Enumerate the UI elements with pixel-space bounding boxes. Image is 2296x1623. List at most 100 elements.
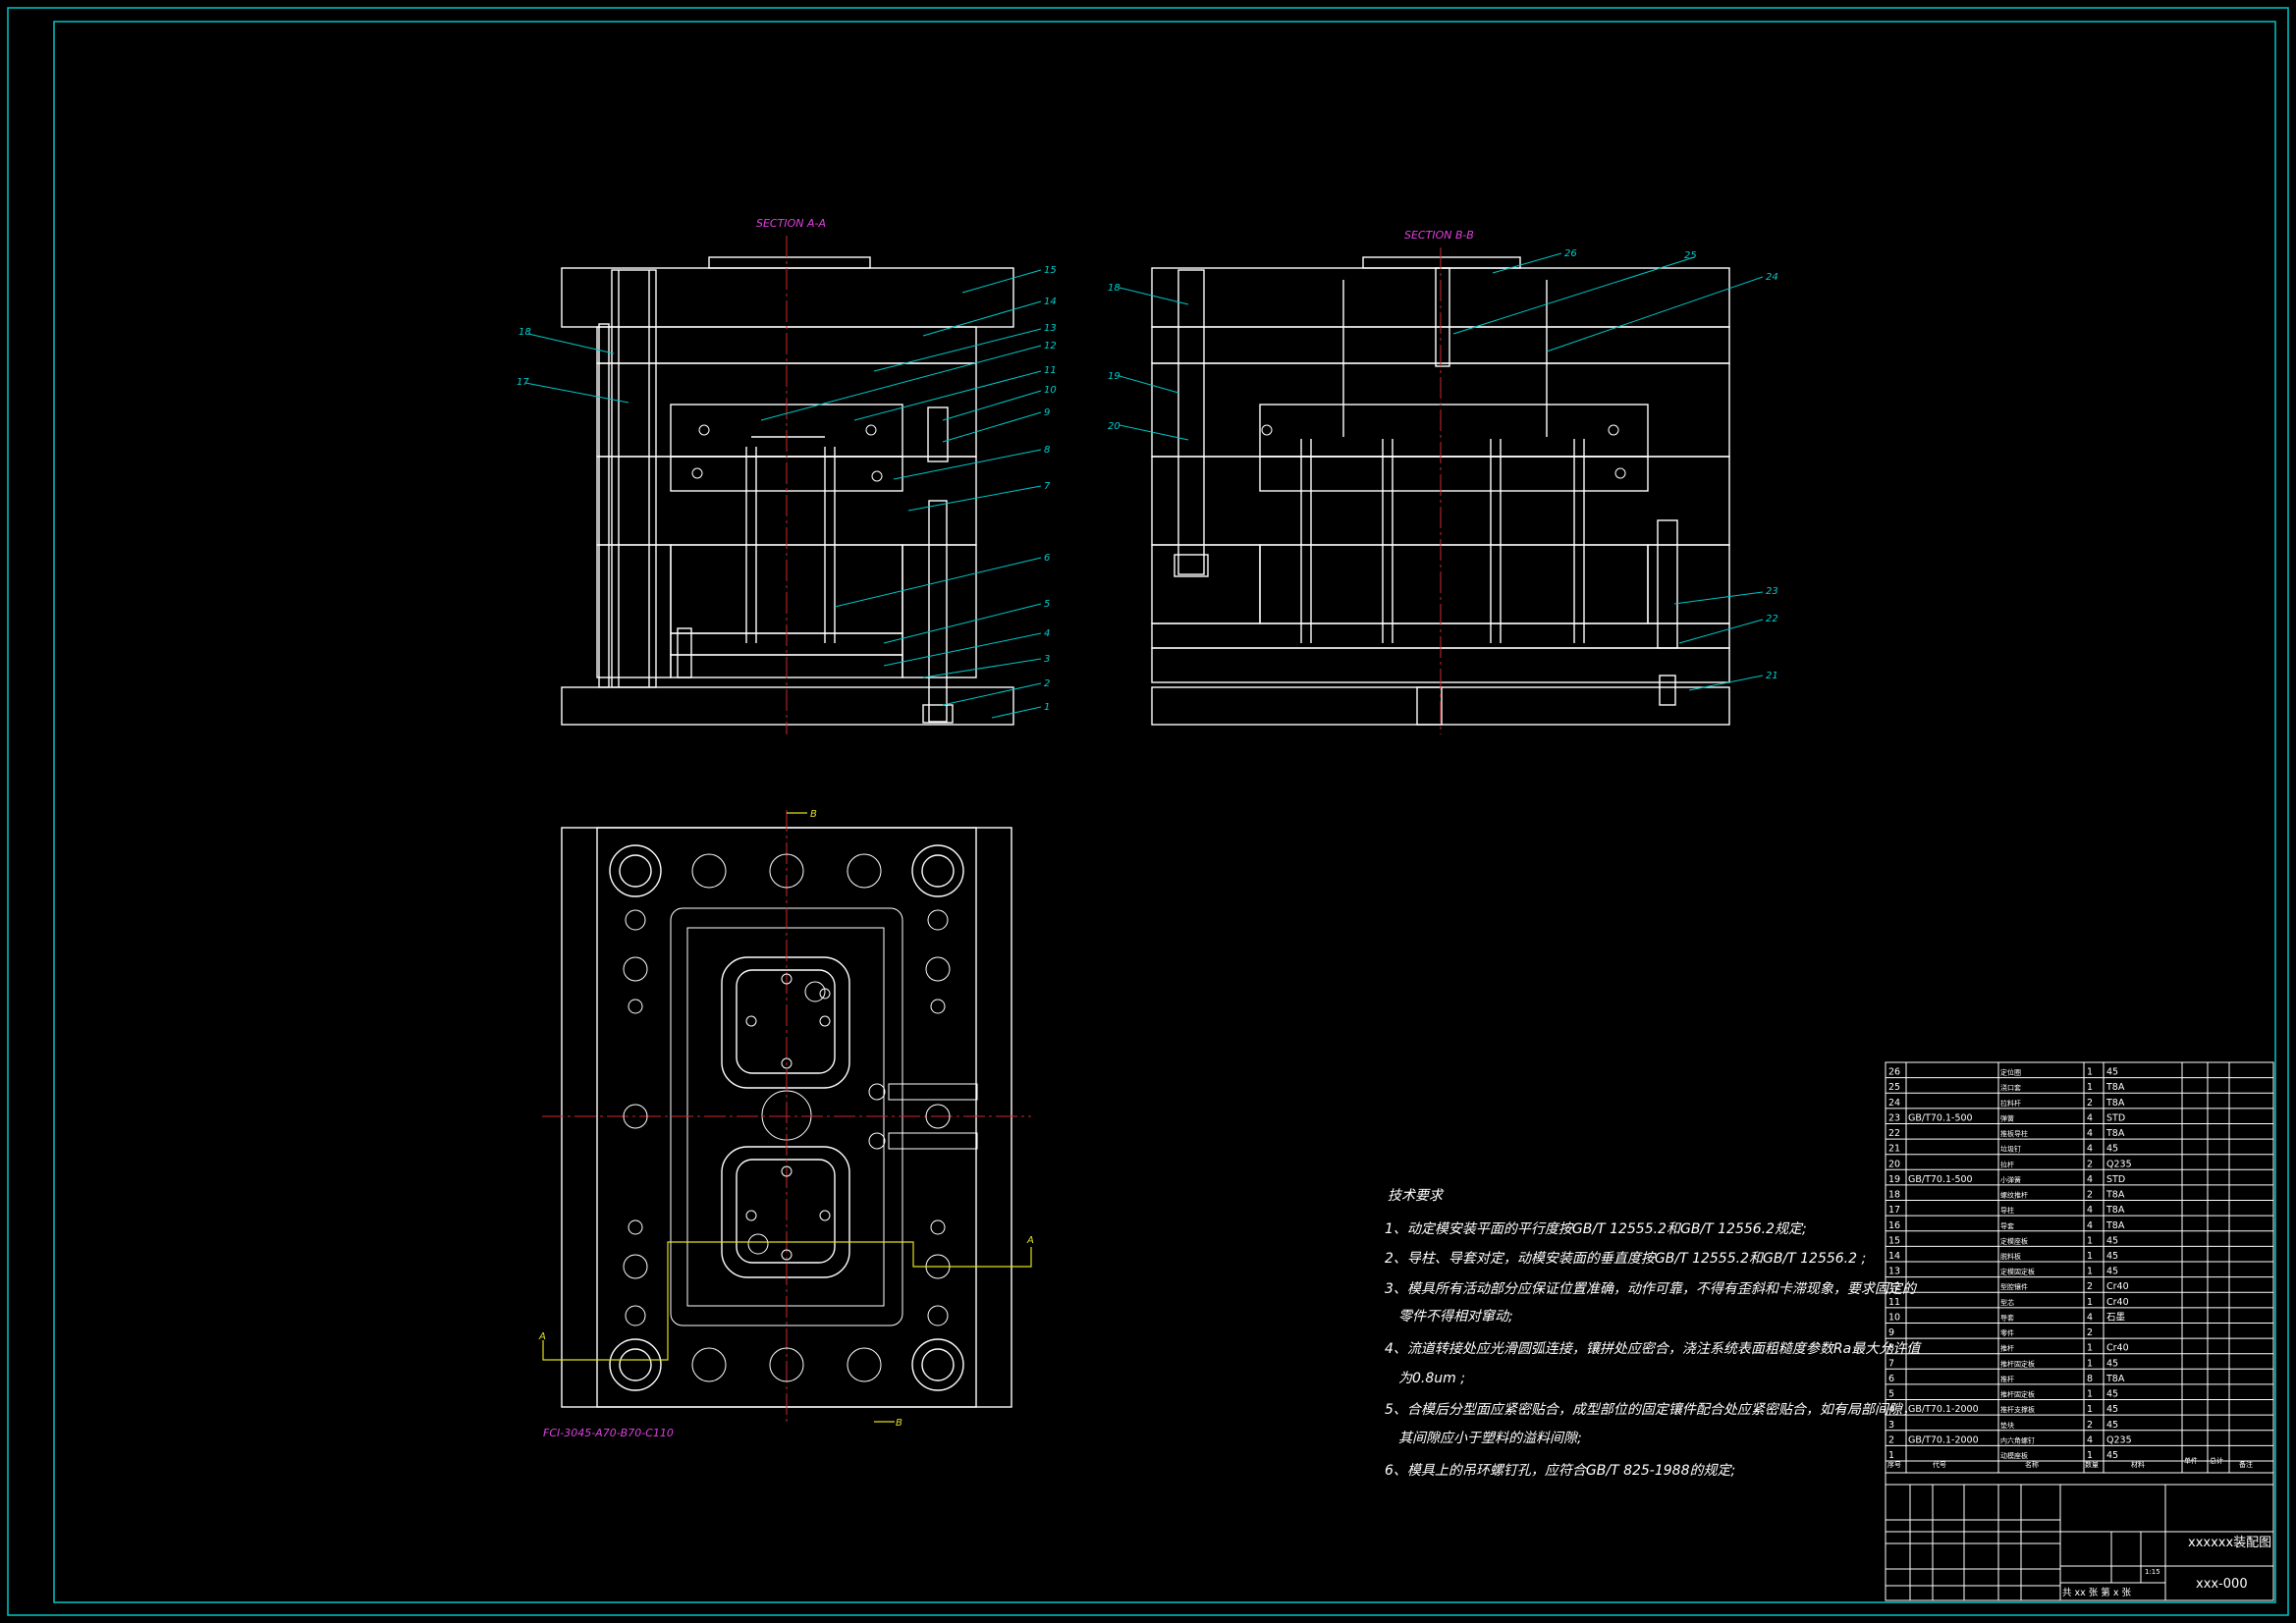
bom-cell: 21 bbox=[1888, 1144, 1900, 1155]
bom-cell: 型腔镶件 bbox=[2000, 1282, 2028, 1291]
bom-cell: 13 bbox=[1888, 1267, 1900, 1277]
header-no: 序号 bbox=[1887, 1460, 1901, 1469]
bom-cell: 10 bbox=[1888, 1312, 1900, 1323]
bom-cell: 5 bbox=[1888, 1389, 1894, 1400]
bom-cell: 导套 bbox=[2000, 1313, 2014, 1322]
bom-cell: GB/T70.1-500 bbox=[1908, 1112, 1973, 1123]
bom-cell: 4 bbox=[2087, 1220, 2093, 1231]
bom-cell: 推杆固定板 bbox=[2000, 1359, 2035, 1368]
bom-cell: 12 bbox=[1888, 1281, 1900, 1292]
scale-value: 1:15 bbox=[2145, 1568, 2160, 1576]
label-21: 21 bbox=[1766, 671, 1778, 681]
bom-cell: 推杆支撑板 bbox=[2000, 1405, 2035, 1414]
bom-cell: T8A bbox=[2105, 1098, 2125, 1109]
bom-cell: GB/T70.1-500 bbox=[1908, 1174, 1973, 1185]
bom-cell: 拉杆 bbox=[2000, 1160, 2014, 1168]
bom-cell: 1 bbox=[2087, 1389, 2093, 1400]
bom-cell: T8A bbox=[2105, 1128, 2125, 1139]
bom-cell: Q235 bbox=[2106, 1159, 2132, 1169]
bom-cell: 推杆 bbox=[2000, 1375, 2014, 1383]
bom-cell: 1 bbox=[2087, 1082, 2093, 1093]
label-22: 22 bbox=[1766, 614, 1778, 624]
requirements-title: 技术要求 bbox=[1388, 1188, 1445, 1204]
bom-cell: 4 bbox=[2087, 1174, 2093, 1185]
bom-cell: 23 bbox=[1888, 1112, 1900, 1123]
section-bb-view: SECTION B-B bbox=[1108, 229, 1778, 734]
bom-cell: 1 bbox=[2087, 1297, 2093, 1308]
bom-cell: 零件 bbox=[2000, 1328, 2014, 1337]
label-bb-18: 18 bbox=[1108, 283, 1121, 294]
header-name: 名称 bbox=[2025, 1460, 2039, 1469]
requirement-line-6: 为0.8um ; bbox=[1398, 1371, 1465, 1386]
requirement-line-9: 6、模具上的吊环螺钉孔，应符合GB/T 825-1988的规定; bbox=[1385, 1463, 1735, 1479]
plan-view: B B A A FCI-3045-A70-B70-C110 bbox=[538, 809, 1034, 1439]
label-23: 23 bbox=[1766, 586, 1778, 597]
bom-cell: 1 bbox=[2087, 1235, 2093, 1246]
label-2: 2 bbox=[1044, 678, 1050, 689]
bom-cell: T8A bbox=[2105, 1205, 2125, 1216]
bom-cell: 45 bbox=[2106, 1358, 2118, 1369]
bom-cell: T8A bbox=[2105, 1082, 2125, 1093]
bom-cell: 22 bbox=[1888, 1128, 1900, 1139]
label-26: 26 bbox=[1564, 248, 1577, 259]
label-4: 4 bbox=[1044, 628, 1050, 639]
cut-a-left: A bbox=[538, 1331, 546, 1342]
bom-cell: 2 bbox=[2087, 1190, 2093, 1201]
label-11: 11 bbox=[1044, 365, 1057, 376]
bom-cell: 2 bbox=[1888, 1434, 1894, 1445]
outer-frame bbox=[7, 7, 2289, 1616]
bill-of-materials: xxxxxx装配图 xxx-000 1:15 共 xx 张 第 x 张 序号 代… bbox=[1885, 1061, 2274, 1601]
bom-cell: GB/T70.1-2000 bbox=[1908, 1404, 1979, 1415]
bom-cell: 推板导柱 bbox=[2000, 1129, 2028, 1138]
label-7: 7 bbox=[1044, 481, 1051, 492]
bom-cell: 动模座板 bbox=[2000, 1451, 2028, 1460]
bom-cell: 定模固定板 bbox=[2000, 1268, 2035, 1276]
bom-cell: 4 bbox=[2087, 1112, 2093, 1123]
bom-cell: 1 bbox=[2087, 1251, 2093, 1262]
bom-cell: 1 bbox=[2087, 1267, 2093, 1277]
bom-cell: 4 bbox=[2087, 1128, 2093, 1139]
requirement-line-5: 4、流道转接处应光滑圆弧连接，镶拼处应密合，浇注系统表面粗糙度参数Ra最大允许值 bbox=[1385, 1341, 1922, 1357]
label-25: 25 bbox=[1684, 250, 1697, 261]
bom-cell: 24 bbox=[1888, 1098, 1900, 1109]
bom-cell: 型芯 bbox=[2000, 1298, 2014, 1307]
bom-cell: 2 bbox=[2087, 1420, 2093, 1431]
bom-cell: 45 bbox=[2106, 1404, 2118, 1415]
bom-cell: 小弹簧 bbox=[2000, 1175, 2021, 1184]
bom-cell: 45 bbox=[2106, 1067, 2118, 1078]
bom-cell: 拉料杆 bbox=[2000, 1099, 2021, 1108]
bom-cell: 定位圈 bbox=[2000, 1068, 2021, 1077]
bom-cell: 1 bbox=[2087, 1450, 2093, 1461]
label-12: 12 bbox=[1044, 341, 1057, 352]
label-1: 1 bbox=[1044, 702, 1050, 713]
bom-cell: Cr40 bbox=[2106, 1281, 2129, 1292]
header-code: 代号 bbox=[1933, 1460, 1946, 1469]
label-13: 13 bbox=[1044, 323, 1057, 334]
inner-frame bbox=[53, 21, 2276, 1603]
label-bb-19: 19 bbox=[1108, 371, 1121, 382]
bom-cell: STD bbox=[2106, 1174, 2125, 1185]
header-remark: 备注 bbox=[2239, 1460, 2253, 1469]
section-aa-view: SECTION A-A bbox=[517, 217, 1057, 734]
bom-cell: T8A bbox=[2105, 1220, 2125, 1231]
bom-cell: 弹簧 bbox=[2000, 1113, 2014, 1122]
bom-cell: 推杆固定板 bbox=[2000, 1390, 2035, 1399]
bom-cell: 7 bbox=[1888, 1358, 1894, 1369]
requirement-line-7: 5、合模后分型面应紧密贴合，成型部位的固定镶件配合处应紧密贴合，如有局部间隙， bbox=[1385, 1402, 1916, 1418]
bom-cell: 45 bbox=[2106, 1267, 2118, 1277]
bom-cell: 16 bbox=[1888, 1220, 1900, 1231]
bom-cell: 45 bbox=[2106, 1420, 2118, 1431]
bom-cell: 导套 bbox=[2000, 1221, 2014, 1230]
sheet-count: 共 xx 张 第 x 张 bbox=[2062, 1587, 2131, 1598]
bom-cell: 4 bbox=[2087, 1144, 2093, 1155]
bom-cell: 3 bbox=[1888, 1420, 1894, 1431]
label-15: 15 bbox=[1044, 265, 1057, 276]
bom-cell: 1 bbox=[1888, 1450, 1894, 1461]
bom-cell: 8 bbox=[1888, 1343, 1894, 1354]
bom-cell: 4 bbox=[2087, 1434, 2093, 1445]
bom-cell: 4 bbox=[1888, 1404, 1894, 1415]
label-18: 18 bbox=[519, 327, 531, 338]
bom-cell: 推杆 bbox=[2000, 1344, 2014, 1353]
bom-cell: T8A bbox=[2105, 1374, 2125, 1384]
label-10: 10 bbox=[1044, 385, 1057, 396]
